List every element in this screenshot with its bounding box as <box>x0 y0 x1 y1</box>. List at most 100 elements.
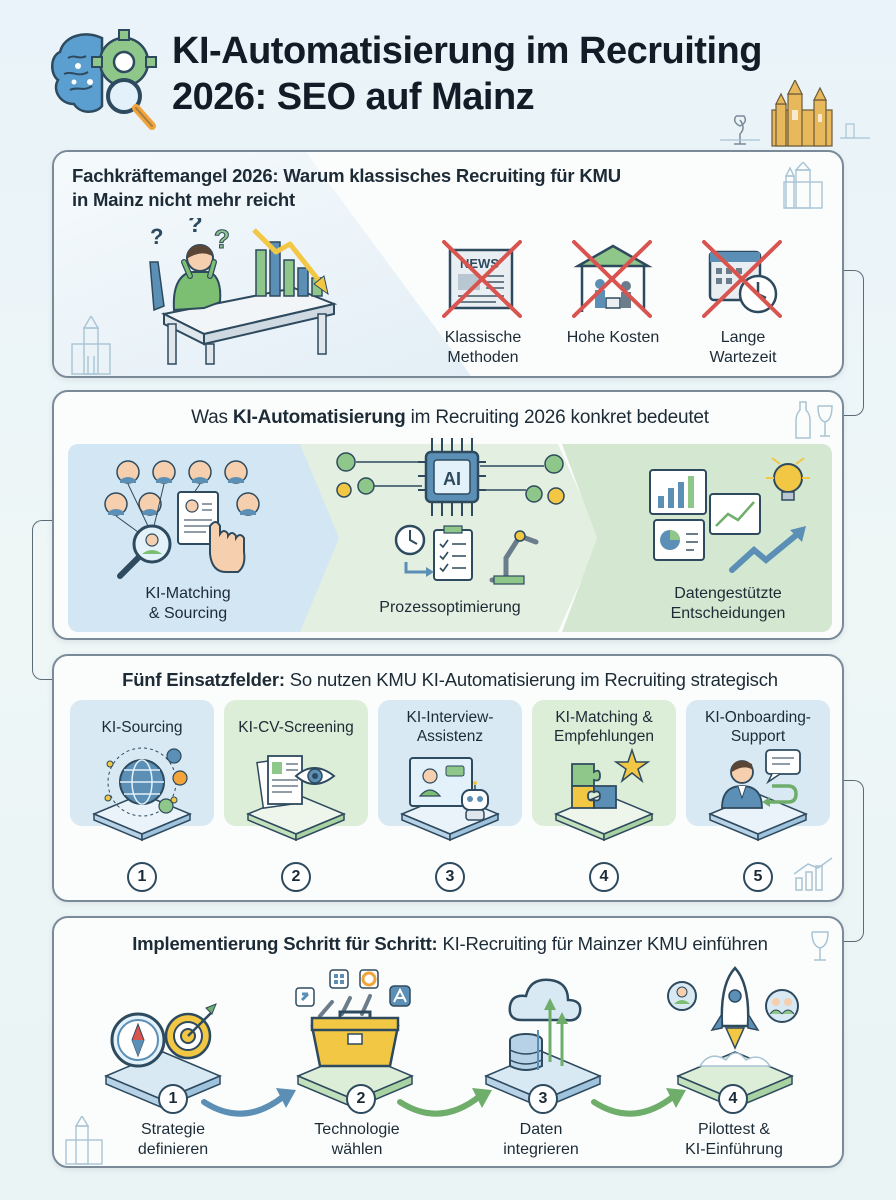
card-title-line2: Assistenz <box>416 728 484 745</box>
card-title-line1: KI-Matching & <box>555 709 653 726</box>
section4-title-post: KI-Recruiting für Mainzer KMU einführen <box>437 933 768 954</box>
compass-target-icon <box>104 1003 222 1110</box>
process-optimization-label: Prozessoptimierung <box>360 598 540 618</box>
field-number-1: 1 <box>127 862 157 892</box>
label-line2: & Sourcing <box>148 605 228 622</box>
problem-high-costs-label: Hohe Kosten <box>554 328 672 348</box>
section-implementation: Implementierung Schritt für Schritt: KI-… <box>52 916 844 1168</box>
card-title-line1: KI-CV-Screening <box>238 719 354 736</box>
label-line2: integrieren <box>503 1141 579 1158</box>
matching-sourcing-label: KI-Matching & Sourcing <box>118 584 258 624</box>
label-line1: Prozessoptimierung <box>379 599 521 616</box>
brain-gear-magnifier-icon <box>51 29 157 130</box>
card-title-line2: Empfehlungen <box>554 728 654 745</box>
label-line1: Hohe Kosten <box>566 329 660 346</box>
toolbox-apps-icon <box>295 969 414 1110</box>
connector-2-3 <box>32 520 54 680</box>
label-line2: Methoden <box>447 349 519 366</box>
candidate-network-icon <box>104 460 260 579</box>
field-card-cv-screening-title: KI-CV-Screening <box>224 718 368 737</box>
card-title-line1: KI-Onboarding- <box>705 709 811 726</box>
section2-title-bold: KI-Automatisierung <box>232 407 406 428</box>
step-flow-arrows <box>201 1088 686 1117</box>
calendar-clock-crossed-icon <box>702 240 782 318</box>
data-driven-decisions-label: Datengestützte Entscheidungen <box>646 584 810 624</box>
card-title-line1: KI-Sourcing <box>101 719 183 736</box>
dashboard-analytics-icon <box>649 457 810 573</box>
section3-title: Fünf Einsatzfelder: So nutzen KMU KI-Aut… <box>54 668 842 692</box>
church-outline-icon <box>783 162 823 209</box>
label-line2: KI-Einführung <box>685 1141 783 1158</box>
field-card-sourcing-title: KI-Sourcing <box>70 718 214 737</box>
section2-title-post: im Recruiting 2026 konkret bedeutet <box>405 407 709 428</box>
page-title-line2: 2026: SEO auf Mainz <box>172 76 535 118</box>
label-line1: Pilottest & <box>697 1121 771 1138</box>
section4-title-bold: Implementierung Schritt für Schritt: <box>132 933 438 954</box>
label-line1: Lange <box>720 329 766 346</box>
card-title-line2: Support <box>730 728 786 745</box>
onboarding-person-chat-icon <box>708 749 808 842</box>
stressed-recruiter-illustration: ? ? ? <box>149 218 338 365</box>
section4-title: Implementierung Schritt für Schritt: KI-… <box>54 932 842 956</box>
section2-title: Was KI-Automatisierung im Recruiting 202… <box>54 406 842 430</box>
label-line1: Klassische <box>444 329 522 346</box>
ai-chip-process-icon: AI <box>336 438 565 585</box>
ai-chip-text: AI <box>443 469 461 489</box>
wine-bottle-icon <box>795 401 833 439</box>
svg-text:?: ? <box>150 224 163 249</box>
church-outline-bottom-icon <box>65 1116 103 1165</box>
declining-chart-icon <box>252 228 329 297</box>
problem-classic-methods-label: Klassische Methoden <box>424 328 542 368</box>
section3-title-post: So nutzen KMU KI-Automatisierung im Recr… <box>284 669 778 690</box>
step-label-4: Pilottest & KI-Einführung <box>664 1120 804 1160</box>
field-number-3: 3 <box>435 862 465 892</box>
globe-network-icon <box>92 747 192 842</box>
connector-3-4 <box>842 780 864 942</box>
cv-document-eye-icon <box>246 755 346 842</box>
job-fair-tent-crossed-icon <box>572 240 653 318</box>
label-line1: KI-Matching <box>145 585 231 602</box>
newspaper-crossed-icon: NEWS <box>442 240 522 318</box>
label-line2: definieren <box>137 1141 209 1158</box>
svg-text:?: ? <box>214 224 230 254</box>
step-number-2: 2 <box>346 1084 376 1114</box>
label-line2: Entscheidungen <box>670 605 786 622</box>
step-label-1: Strategie definieren <box>108 1120 238 1160</box>
label-line1: Daten <box>519 1121 563 1138</box>
step-number-1: 1 <box>158 1084 188 1114</box>
section-skills-shortage: Fachkräftemangel 2026: Warum klassisches… <box>52 150 844 378</box>
rocket-launch-team-icon <box>667 966 799 1110</box>
step-label-3: Daten integrieren <box>476 1120 606 1160</box>
page-title-line1: KI-Automatisierung im Recruiting <box>172 30 762 72</box>
step-label-2: Technologie wählen <box>292 1120 422 1160</box>
step-number-3: 3 <box>528 1084 558 1114</box>
puzzle-star-icon <box>554 747 654 842</box>
card-title-line1: KI-Interview- <box>406 709 494 726</box>
field-card-onboarding-title: KI-Onboarding- Support <box>686 708 830 746</box>
page-title: KI-Automatisierung im Recruiting 2026: S… <box>172 28 762 120</box>
svg-text:?: ? <box>188 218 203 238</box>
section1-title-line2: in Mainz nicht mehr reicht <box>72 189 295 210</box>
wine-glass-icon <box>811 931 829 961</box>
growth-chart-outline-icon <box>793 857 833 891</box>
field-card-matching-title: KI-Matching & Empfehlungen <box>532 708 676 746</box>
connector-1-2 <box>842 270 864 416</box>
section1-title: Fachkräftemangel 2026: Warum klassisches… <box>72 164 621 212</box>
section3-title-bold: Fünf Einsatzfelder: <box>122 669 285 690</box>
label-line1: Technologie <box>314 1121 400 1138</box>
label-line1: Datengestützte <box>674 585 782 602</box>
step-number-4: 4 <box>718 1084 748 1114</box>
mainz-cathedral-icon <box>720 80 870 147</box>
section-ai-meaning: Was KI-Automatisierung im Recruiting 202… <box>52 390 844 640</box>
label-line2: Wartezeit <box>709 349 777 366</box>
field-number-2: 2 <box>281 862 311 892</box>
field-number-5: 5 <box>743 862 773 892</box>
section-five-fields: Fünf Einsatzfelder: So nutzen KMU KI-Aut… <box>52 654 844 902</box>
label-line2: wählen <box>331 1141 383 1158</box>
label-line1: Strategie <box>140 1121 206 1138</box>
church-outline-left-icon <box>71 316 111 375</box>
problem-long-wait-label: Lange Wartezeit <box>684 328 802 368</box>
section2-title-pre: Was <box>191 407 233 428</box>
video-interview-robot-icon <box>400 757 500 842</box>
field-number-4: 4 <box>589 862 619 892</box>
